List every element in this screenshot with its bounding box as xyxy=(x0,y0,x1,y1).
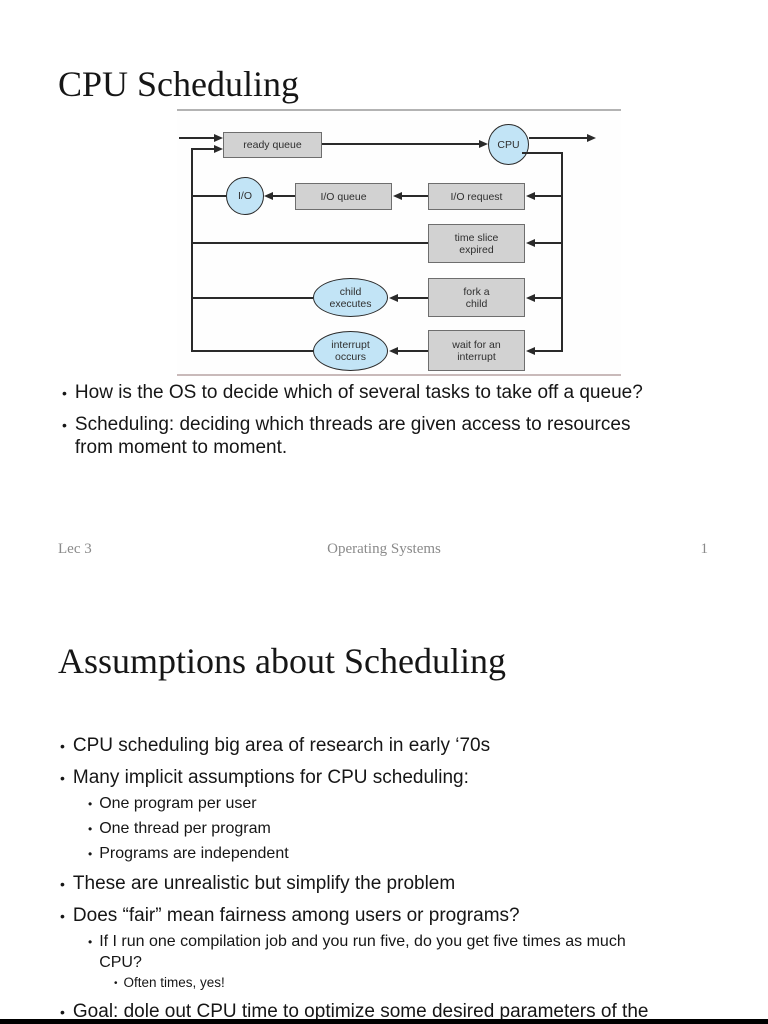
bullet-dot: • xyxy=(60,876,65,892)
ioqueue-to-io-line xyxy=(272,195,295,197)
wait-interrupt-box: wait for an interrupt xyxy=(428,330,525,371)
fork-to-child-line xyxy=(397,297,428,299)
child-executes-label: child executes xyxy=(329,285,372,310)
cpu-label: CPU xyxy=(497,138,520,151)
child-executes-node: child executes xyxy=(313,278,388,317)
io-request-box: I/O request xyxy=(428,183,525,210)
interrupt-occurs-node: interrupt occurs xyxy=(313,331,388,371)
bullet-dot: • xyxy=(60,1004,65,1020)
io-queue-box: I/O queue xyxy=(295,183,392,210)
footer-course: Operating Systems xyxy=(327,541,441,557)
bullet-dot: • xyxy=(60,770,65,786)
child-return-line xyxy=(192,297,313,299)
io-queue-arrowhead-icon xyxy=(393,192,402,200)
wait-to-interrupt-line xyxy=(397,350,428,352)
cpu-to-dispatch-stub xyxy=(522,152,563,154)
time-slice-label: time slice expired xyxy=(454,231,499,256)
bullet-text: Programs are independent xyxy=(99,845,289,862)
io-arrowhead-icon xyxy=(264,192,273,200)
bullet-text: Scheduling: deciding which threads are g… xyxy=(74,414,631,458)
cpu-exit-arrowhead-icon xyxy=(587,134,596,142)
scheduling-diagram-figure: ready queue CPU I/O I/O queue I/O reques… xyxy=(177,109,621,376)
interrupt-occurs-label: interrupt occurs xyxy=(331,339,370,363)
child-executes-arrowhead-icon xyxy=(389,294,398,302)
slide1-title: CPU Scheduling xyxy=(58,64,300,104)
entry-arrowhead-icon xyxy=(214,134,223,142)
slide1-bullet-2: • Scheduling: deciding which threads are… xyxy=(62,413,722,459)
interrupt-occurs-arrowhead-icon xyxy=(389,347,398,355)
slide2-bullet-2: • Many implicit assumptions for CPU sche… xyxy=(60,766,730,790)
bullet-dot: • xyxy=(60,908,65,924)
slide2-bullet-6: • These are unrealistic but simplify the… xyxy=(60,872,730,896)
bullet-text: One program per user xyxy=(99,795,257,812)
return-to-ready-line xyxy=(192,148,216,150)
right-dispatch-line xyxy=(561,152,563,352)
bullet-text: Often times, yes! xyxy=(123,975,225,990)
slide2-bullet-10: • Goal: dole out CPU time to optimize so… xyxy=(60,1000,740,1024)
slide2-bullet-1: • CPU scheduling big area of research in… xyxy=(60,734,730,758)
bottom-bar xyxy=(0,1019,768,1024)
slide2-bullet-5: • Programs are independent xyxy=(88,843,728,865)
slide2-bullet-7: • Does “fair” mean fairness among users … xyxy=(60,904,730,928)
interrupt-return-line xyxy=(192,350,313,352)
return-arrowhead-icon xyxy=(214,145,223,153)
dispatch-to-iorequest-line xyxy=(534,195,562,197)
bullet-dot: • xyxy=(88,797,93,811)
slide2-bullet-3: • One program per user xyxy=(88,793,728,815)
ready-to-cpu-arrowhead-icon xyxy=(479,140,488,148)
timeslice-return-line xyxy=(192,242,428,244)
dispatch-to-wait-line xyxy=(534,350,562,352)
bullet-dot: • xyxy=(62,385,67,401)
io-return-line xyxy=(192,195,226,197)
fork-child-arrowhead-icon xyxy=(526,294,535,302)
bullet-text: CPU scheduling big area of research in e… xyxy=(72,735,491,756)
bullet-text: How is the OS to decide which of several… xyxy=(74,382,643,403)
bullet-text: Many implicit assumptions for CPU schedu… xyxy=(72,767,469,788)
io-queue-label: I/O queue xyxy=(320,190,367,203)
bullet-dot: • xyxy=(88,847,93,861)
bullet-text: Goal: dole out CPU time to optimize some… xyxy=(72,1001,649,1022)
wait-interrupt-arrowhead-icon xyxy=(526,347,535,355)
fork-child-label: fork a child xyxy=(463,285,490,310)
dispatch-to-fork-line xyxy=(534,297,562,299)
cpu-node: CPU xyxy=(488,124,529,165)
ready-to-cpu-line xyxy=(322,143,483,145)
bullet-text: One thread per program xyxy=(99,820,271,837)
wait-interrupt-label: wait for an interrupt xyxy=(452,338,501,363)
ready-queue-label: ready queue xyxy=(243,139,302,151)
bullet-dot: • xyxy=(62,417,67,433)
bullet-dot: • xyxy=(60,738,65,754)
footer-lecture: Lec 3 xyxy=(58,541,92,557)
bullet-dot: • xyxy=(88,935,93,949)
slide2-title: Assumptions about Scheduling xyxy=(58,641,506,681)
io-request-label: I/O request xyxy=(450,190,503,203)
ready-queue-box: ready queue xyxy=(223,132,322,158)
slide2-bullet-8: • If I run one compilation job and you r… xyxy=(88,931,708,973)
time-slice-box: time slice expired xyxy=(428,224,525,263)
io-node: I/O xyxy=(226,177,264,215)
dispatch-to-timeslice-line xyxy=(534,242,562,244)
slide2-bullet-4: • One thread per program xyxy=(88,818,728,840)
slide2-bullet-9: • Often times, yes! xyxy=(114,975,714,992)
footer-page-number: 1 xyxy=(700,541,709,557)
fork-child-box: fork a child xyxy=(428,278,525,317)
bullet-dot: • xyxy=(114,978,118,989)
bullet-text: Does “fair” mean fairness among users or… xyxy=(72,905,520,926)
bullet-text: These are unrealistic but simplify the p… xyxy=(72,873,456,894)
entry-line xyxy=(179,137,217,139)
io-label: I/O xyxy=(237,190,252,202)
bullet-text: If I run one compilation job and you run… xyxy=(99,933,626,971)
cpu-exit-line xyxy=(529,137,590,139)
bullet-dot: • xyxy=(88,822,93,836)
left-return-line xyxy=(191,148,193,352)
slide1-bullet-1: • How is the OS to decide which of sever… xyxy=(62,381,722,405)
io-request-arrowhead-icon xyxy=(526,192,535,200)
time-slice-arrowhead-icon xyxy=(526,239,535,247)
iorequest-to-ioqueue-line xyxy=(401,195,428,197)
